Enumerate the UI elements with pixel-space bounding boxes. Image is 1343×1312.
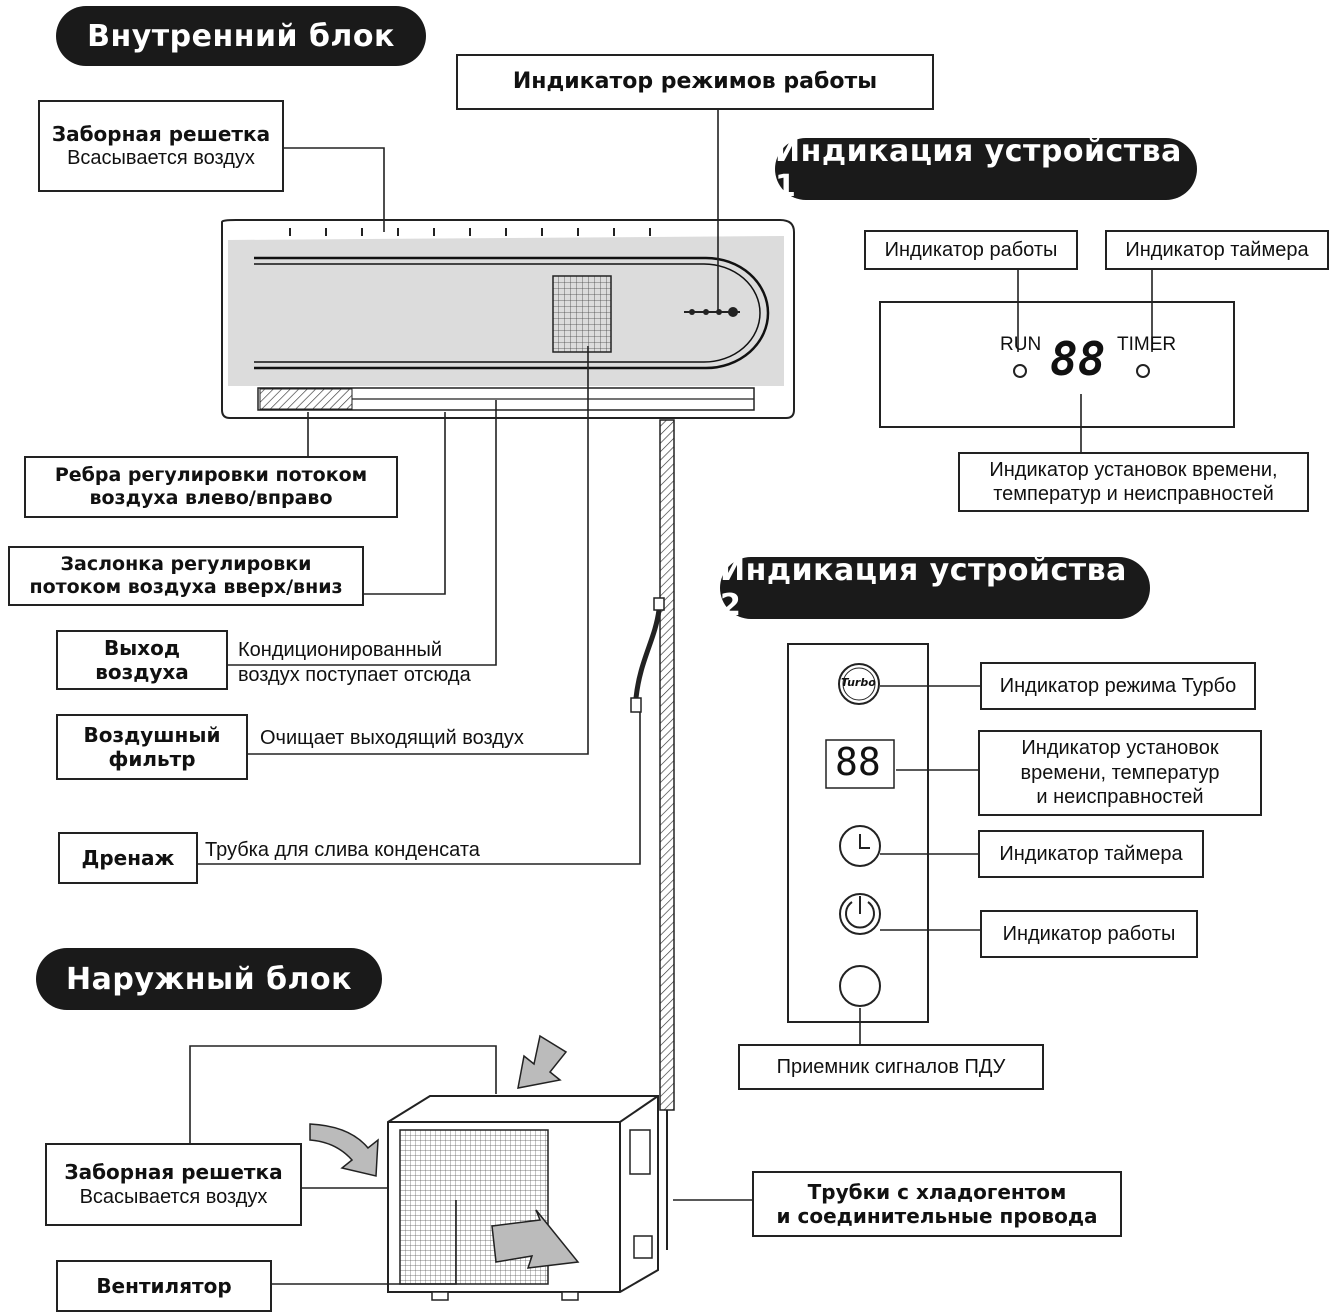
air-outlet-line2: воздуха — [95, 660, 189, 684]
pipe-bundle-drawing — [630, 419, 675, 1250]
d1-run-indicator-text: Индикатор работы — [884, 238, 1058, 261]
d2-settings-line2: времени, температур — [1020, 761, 1220, 784]
pipes-line2: и соединительные провода — [776, 1204, 1098, 1228]
d2-digital-display: 88 — [835, 740, 881, 784]
d2-turbo-label: Индикатор режима Турбо — [980, 662, 1256, 710]
d2-timer-text: Индикатор таймера — [999, 842, 1183, 865]
indoor-unit-drawing — [221, 219, 795, 419]
leader-lines — [189, 110, 1153, 1285]
flap-ud-label: Заслонка регулировки потоком воздуха вве… — [8, 546, 364, 606]
d1-digital-display: 88 — [1050, 332, 1106, 386]
drain-desc: Трубка для слива конденсата — [205, 839, 480, 861]
d1-timer-led-label: TIMER — [1117, 334, 1177, 355]
outdoor-unit-drawing — [309, 1034, 659, 1301]
d1-run-indicator-label: Индикатор работы — [864, 230, 1078, 270]
air-filter-line2: фильтр — [108, 747, 196, 771]
drain-title: Дренаж — [81, 845, 175, 870]
pipes-line1: Трубки с хладогентом — [807, 1179, 1067, 1204]
fan-text: Вентилятор — [96, 1273, 232, 1298]
indoor-intake-title: Заборная решетка — [51, 121, 271, 146]
d2-settings-line3: и неисправностей — [1036, 786, 1204, 809]
d1-settings-indicator-label: Индикатор установок времени, температур … — [958, 452, 1309, 512]
d1-run-led-label: RUN — [1000, 334, 1042, 355]
air-outlet-desc-line1: Кондиционированный — [238, 639, 443, 661]
air-filter-desc: Очищает выходящий воздух — [260, 727, 524, 749]
flap-ud-line2: потоком воздуха вверх/вниз — [29, 576, 343, 598]
air-outlet-line1: Выход — [103, 635, 181, 660]
louvers-lr-line2: воздуха влево/вправо — [89, 487, 333, 509]
d2-run-text: Индикатор работы — [1002, 922, 1176, 945]
air-filter-line1: Воздушный — [83, 722, 221, 747]
display1-title: Индикация устройства 1 — [775, 134, 1197, 204]
d1-settings-line2: температур и неисправностей — [993, 483, 1274, 505]
fan-label: Вентилятор — [56, 1260, 272, 1312]
air-outlet-desc-line2: воздух поступает отсюда — [238, 664, 471, 686]
air-filter-label: Воздушный фильтр — [56, 714, 248, 780]
d2-run-label: Индикатор работы — [980, 910, 1198, 958]
d2-receiver-text: Приемник сигналов ПДУ — [776, 1055, 1006, 1078]
d1-timer-indicator-text: Индикатор таймера — [1125, 238, 1309, 261]
display1-panel — [879, 301, 1235, 428]
d2-receiver-label: Приемник сигналов ПДУ — [738, 1044, 1044, 1090]
indoor-unit-title: Внутренний блок — [56, 6, 426, 66]
d2-settings-line1: Индикатор установок — [1021, 737, 1219, 760]
d2-turbo-text: Индикатор режима Турбо — [999, 674, 1237, 697]
mode-indicator-label: Индикатор режимов работы — [456, 54, 934, 110]
d2-settings-label: Индикатор установок времени, температур … — [978, 730, 1262, 816]
air-outlet-desc: Кондиционированный воздух поступает отсю… — [238, 638, 471, 688]
mode-indicator-text: Индикатор режимов работы — [512, 68, 878, 94]
louvers-lr-label: Ребра регулировки потоком воздуха влево/… — [24, 456, 398, 518]
outdoor-intake-grille-label: Заборная решетка Всасывается воздух — [45, 1143, 302, 1226]
pipes-wires-label: Трубки с хладогентом и соединительные пр… — [752, 1171, 1122, 1237]
d2-timer-label: Индикатор таймера — [978, 830, 1204, 878]
display2-title: Индикация устройства 2 — [720, 553, 1150, 623]
turbo-icon: Turbo — [841, 676, 876, 689]
outdoor-unit-title: Наружный блок — [36, 948, 382, 1010]
d1-settings-line1: Индикатор установок времени, — [989, 458, 1278, 481]
louvers-lr-line1: Ребра регулировки потоком — [54, 463, 368, 486]
indoor-intake-desc: Всасывается воздух — [67, 147, 255, 169]
indoor-intake-grille-label: Заборная решетка Всасывается воздух — [38, 100, 284, 192]
drain-label: Дренаж — [58, 832, 198, 884]
outdoor-intake-title: Заборная решетка — [64, 1160, 283, 1185]
outdoor-intake-desc: Всасывается воздух — [79, 1185, 268, 1208]
d1-timer-indicator-label: Индикатор таймера — [1105, 230, 1329, 270]
air-outlet-label: Выход воздуха — [56, 630, 228, 690]
flap-ud-line1: Заслонка регулировки — [60, 552, 312, 575]
